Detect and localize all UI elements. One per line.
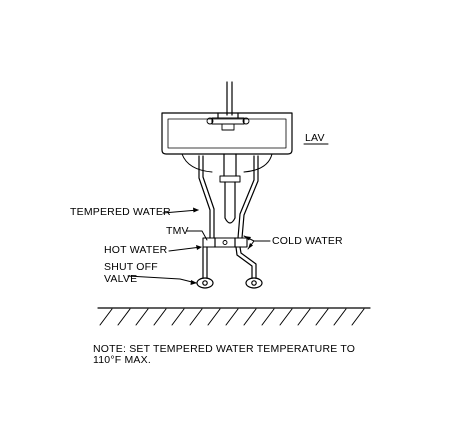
cold-water-label: COLD WATER — [272, 235, 343, 247]
tmv-label: TMV — [166, 225, 189, 237]
temperature-note: NOTE: SET TEMPERED WATER TEMPERATURE TO … — [93, 344, 393, 366]
shut-off-valve-left — [196, 277, 214, 289]
shut-off-label-line1: SHUT OFF — [104, 261, 158, 273]
lavatory-basin — [161, 112, 293, 173]
faucet — [206, 112, 250, 131]
tmv-leader — [186, 230, 208, 241]
tmv-valve — [202, 237, 248, 248]
note-line-2: 110°F MAX. — [93, 354, 151, 366]
lav-label: LAV — [305, 132, 325, 144]
hot-water-leader — [168, 246, 202, 252]
shut-off-valve-right — [245, 277, 263, 289]
supply-riser — [226, 81, 233, 116]
tempered-water-leader — [162, 209, 199, 214]
hot-water-label: HOT WATER — [104, 244, 168, 256]
tempered-water-pipe — [198, 155, 215, 239]
shut-off-leader — [127, 275, 197, 284]
tempered-water-label: TEMPERED WATER — [70, 206, 171, 218]
shut-off-label-line2: VALVE — [104, 273, 137, 285]
cold-water-pipe-upper — [237, 155, 259, 239]
cold-water-pipe-lower — [235, 246, 257, 279]
floor-line — [97, 307, 371, 326]
hot-water-pipe — [202, 246, 208, 279]
note-line-1: NOTE: SET TEMPERED WATER TEMPERATURE TO — [93, 343, 356, 355]
leader-arrowheads — [190, 207, 253, 285]
drain-tailpiece — [219, 153, 241, 224]
